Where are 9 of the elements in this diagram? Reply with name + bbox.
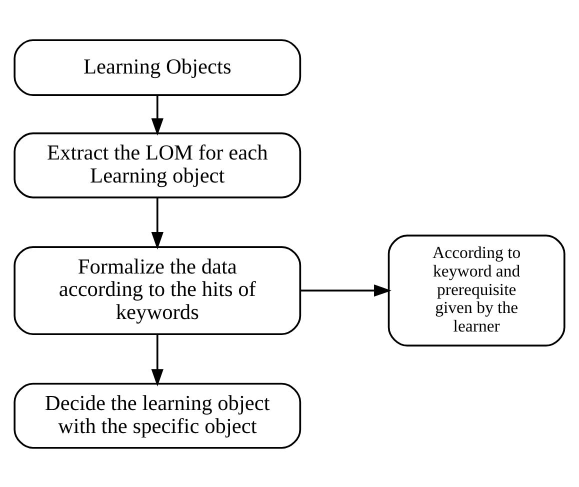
node-box: Extract the LOM for each Learning object	[14, 132, 302, 198]
node-box: Learning Objects	[14, 38, 302, 96]
node-box: Formalize the data according to the hits of keywords	[14, 246, 302, 335]
arrow	[300, 284, 392, 296]
node-box: Decide the learning object with the specific object	[14, 382, 302, 448]
arrow	[151, 334, 164, 386]
arrow	[151, 95, 164, 136]
node-box: According to keyword and prerequisite given by the learner	[388, 234, 566, 346]
arrow	[151, 197, 164, 249]
